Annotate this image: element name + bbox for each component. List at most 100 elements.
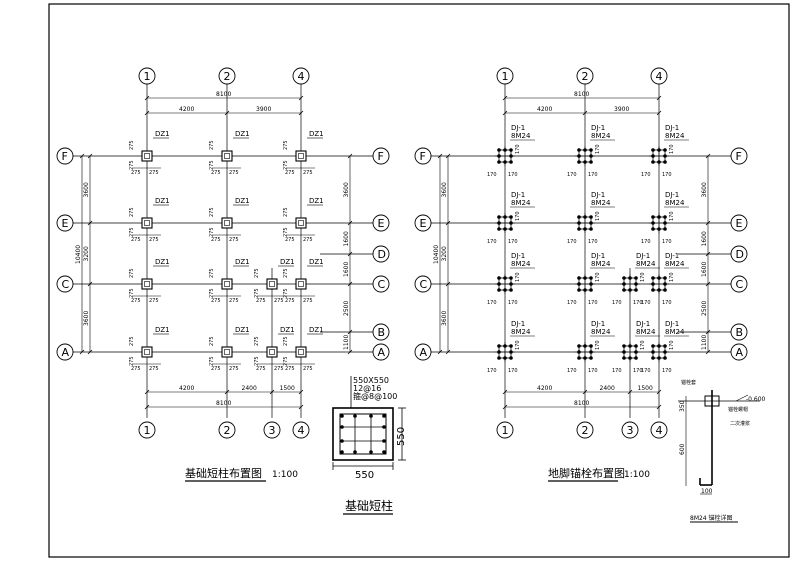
bolt-dim-c-A3: 170 [662, 368, 672, 374]
col-dim-d-C3: 275 [303, 298, 313, 304]
bolt-count-A2: 8M24 [636, 328, 656, 336]
dim-bottom-span-2: 2400 [600, 385, 615, 392]
dim-top-total: 8100 [574, 91, 589, 98]
bolt-count-E0: 8M24 [511, 199, 531, 207]
axis-bubble-A-left-label: A [62, 346, 70, 359]
dim-bottom-total: 8100 [216, 400, 231, 407]
column-DZ1-F0 [141, 150, 153, 162]
plan2-scale: 1:100 [624, 470, 650, 480]
axis-bubble-D-right-label: D [736, 248, 744, 261]
column-tag-E3: DZ1 [309, 197, 324, 205]
col-dim-c-F0: 275 [131, 170, 141, 176]
bolt-tag-A0: DJ-1 [511, 320, 525, 328]
axis-bubble-top-1 [138, 67, 156, 85]
column-tag-C1: DZ1 [235, 258, 250, 266]
bolt-note-top: 锚栓套 [681, 379, 696, 386]
bolt-dim-c-A0: 170 [508, 368, 518, 374]
bolt-dim-c-A2: 170 [633, 368, 643, 374]
bolt-detail: 锚栓套 -0.600 锚栓螺帽 二次灌浆 350 600 100 8M24 锚栓… [678, 379, 766, 523]
column-tag-E0: DZ1 [155, 197, 170, 205]
col-dim-a-C2: 275 [254, 268, 260, 278]
dim-left-span-2: 3200 [83, 246, 90, 261]
dim-top-span-2: 3900 [256, 106, 271, 113]
plan1-scale: 1:100 [272, 470, 298, 480]
bolt-dim-c-E1: 170 [588, 239, 598, 245]
bolt-dim-c-E0: 170 [508, 239, 518, 245]
axis-bubble-B-right-label: B [378, 326, 386, 339]
bolt-dim-b-A0: 170 [487, 368, 497, 374]
column-DZ1-F3 [295, 150, 307, 162]
axis-bubble-F-left [414, 147, 432, 165]
axis-bubble-E-left-label: E [62, 217, 69, 230]
column-tag-C3: DZ1 [309, 258, 324, 266]
section-title: 基础短柱 [345, 498, 393, 513]
axis-bubble-C-left [414, 275, 432, 293]
bolt-dim-c-A1: 170 [588, 368, 598, 374]
bolt-count-E3: 8M24 [665, 199, 685, 207]
col-dim-b-C3: 275 [283, 288, 289, 298]
axis-bubble-top-4 [650, 67, 668, 85]
axis-bubble-top-2-label: 2 [224, 70, 231, 83]
column-tag-F0: DZ1 [155, 130, 170, 138]
axis-bubble-E-right-label: E [378, 217, 385, 230]
bolt-count-F3: 8M24 [665, 132, 685, 140]
column-DZ1-E0 [141, 217, 153, 229]
axis-bubble-A-left [414, 343, 432, 361]
col-dim-a-C0: 275 [129, 268, 135, 278]
bolt-dim-b-E0: 170 [487, 239, 497, 245]
column-DZ1-C1 [221, 278, 233, 290]
bolt-count-A3: 8M24 [665, 328, 685, 336]
dim-right-span-4: 2500 [343, 301, 350, 316]
section-height-label: 550 [396, 427, 407, 446]
col-dim-d-C1: 275 [229, 298, 239, 304]
bolt-dim-top: 350 [679, 400, 686, 412]
col-dim-d-A0: 275 [149, 366, 159, 372]
col-dim-b-E3: 275 [283, 227, 289, 237]
column-tag-C0: DZ1 [155, 258, 170, 266]
col-dim-d-C2: 275 [274, 298, 284, 304]
axis-bubble-bottom-1-label: 1 [502, 424, 509, 437]
bolt-tag-A2: DJ-1 [636, 320, 650, 328]
column-DZ1-C3 [295, 278, 307, 290]
axis-bubble-E-left [414, 214, 432, 232]
axis-bubble-bottom-2-label: 2 [224, 424, 231, 437]
col-dim-d-F3: 275 [303, 170, 313, 176]
bolt-note-b: 二次灌浆 [730, 420, 750, 427]
axis-bubble-bottom-3-label: 3 [269, 424, 276, 437]
column-DZ1-A2 [266, 346, 278, 358]
axis-bubble-top-2 [576, 67, 594, 85]
col-dim-b-E0: 275 [129, 227, 135, 237]
bolt-tag-F3: DJ-1 [665, 124, 679, 132]
col-dim-d-A2: 275 [274, 366, 284, 372]
axis-bubble-E-left-label: E [420, 217, 427, 230]
column-DZ1-E1 [221, 217, 233, 229]
col-dim-c-E3: 275 [285, 237, 295, 243]
axis-bubble-E-right [372, 214, 390, 232]
axis-bubble-bottom-2-label: 2 [582, 424, 589, 437]
bolt-dim-a-C1: 170 [595, 272, 601, 282]
bolt-elev: -0.600 [746, 396, 766, 403]
col-dim-a-E3: 275 [283, 207, 289, 217]
column-tag-C2: DZ1 [280, 258, 295, 266]
col-dim-a-F3: 275 [283, 140, 289, 150]
axis-bubble-B-right [372, 323, 390, 341]
dim-right-span-1: 3600 [343, 182, 350, 197]
axis-bubble-A-right-label: A [736, 346, 744, 359]
bolt-tag-E0: DJ-1 [511, 191, 525, 199]
column-DZ1-A3 [295, 346, 307, 358]
column-DZ1-E3 [295, 217, 307, 229]
bolt-count-C3: 8M24 [665, 260, 685, 268]
col-dim-a-E0: 275 [129, 207, 135, 217]
axis-bubble-C-left-label: C [62, 278, 70, 291]
axis-bubble-bottom-4 [650, 421, 668, 439]
bolt-dim-a-E1: 170 [595, 211, 601, 221]
axis-bubble-D-right [730, 245, 748, 263]
axis-bubble-D-right-label: D [378, 248, 386, 261]
bolt-dim-b-E1: 170 [567, 239, 577, 245]
dim-right-span-5: 1100 [343, 335, 350, 350]
bolt-dim-c-C3: 170 [662, 300, 672, 306]
axis-bubble-A-left [56, 343, 74, 361]
section-outline [332, 407, 394, 461]
axis-bubble-B-right [730, 323, 748, 341]
